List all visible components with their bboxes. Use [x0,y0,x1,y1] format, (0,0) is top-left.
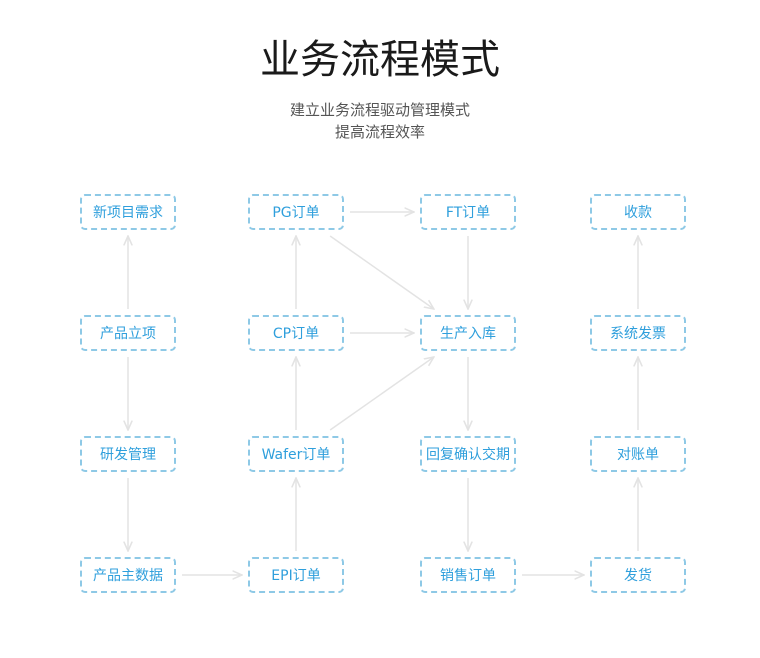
node-new-project[interactable]: 新项目需求 [80,194,176,230]
node-cp-order[interactable]: CP订单 [248,315,344,351]
node-pg-order[interactable]: PG订单 [248,194,344,230]
node-production-storage[interactable]: 生产入库 [420,315,516,351]
node-reconciliation[interactable]: 对账单 [590,436,686,472]
node-sales-order[interactable]: 销售订单 [420,557,516,593]
node-epi-order[interactable]: EPI订单 [248,557,344,593]
subtitle-line-1: 建立业务流程驱动管理模式 [289,101,470,119]
node-product-project[interactable]: 产品立项 [80,315,176,351]
node-rnd-management[interactable]: 研发管理 [80,436,176,472]
node-reply-confirm[interactable]: 回复确认交期 [420,436,516,472]
node-payment[interactable]: 收款 [590,194,686,230]
node-master-data[interactable]: 产品主数据 [80,557,176,593]
node-shipment[interactable]: 发货 [590,557,686,593]
page-title: 业务流程模式 [260,37,500,83]
connector-pg-order-to-production-storage [329,235,434,309]
node-ft-order[interactable]: FT订单 [420,194,516,230]
subtitle-line-2: 提高流程效率 [334,123,425,141]
connector-wafer-order-to-production-storage [329,357,434,431]
node-wafer-order[interactable]: Wafer订单 [248,436,344,472]
node-system-invoice[interactable]: 系统发票 [590,315,686,351]
